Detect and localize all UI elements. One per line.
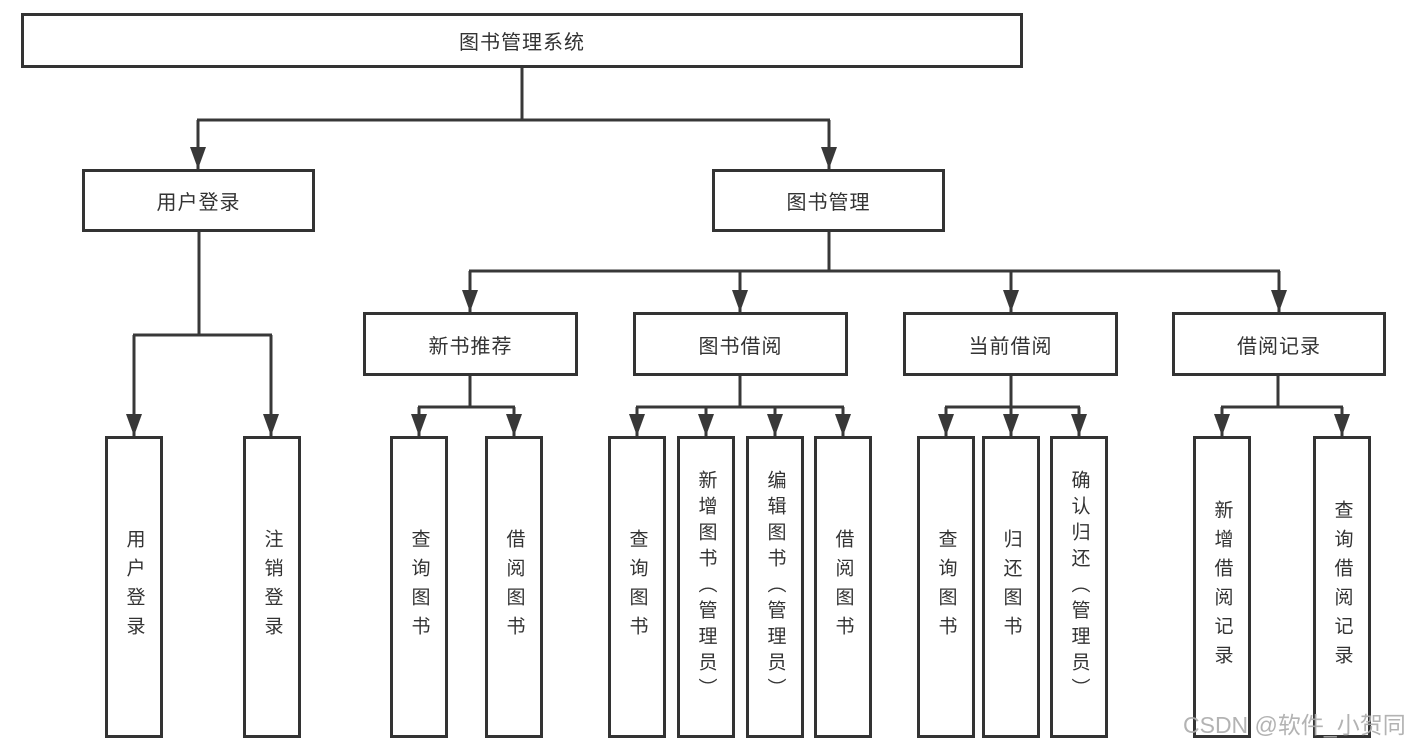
node-user-login: 用户登录 [82, 169, 315, 232]
leaf-add-borrow-record-label: 新增借阅记录 [1211, 500, 1233, 674]
node-library-system: 图书管理系统 [21, 13, 1023, 68]
leaf-query-books-3-label: 查询图书 [935, 529, 957, 645]
leaf-borrow-books-1: 借阅图书 [485, 436, 543, 738]
node-borrow-records: 借阅记录 [1172, 312, 1386, 376]
leaf-add-books-admin-label: 新增图书（管理员） [695, 470, 717, 704]
leaf-query-books-1: 查询图书 [390, 436, 448, 738]
node-current-borrowing-label: 当前借阅 [968, 335, 1053, 358]
node-current-borrowing: 当前借阅 [903, 312, 1118, 376]
node-user-login-label: 用户登录 [156, 192, 241, 214]
node-new-book-recommend-label: 新书推荐 [428, 335, 513, 358]
leaf-edit-books-admin: 编辑图书（管理员） [746, 436, 804, 738]
leaf-query-books-2-label: 查询图书 [626, 529, 648, 645]
leaf-query-books-3: 查询图书 [917, 436, 975, 738]
edge-book-management-to-level3 [462, 232, 1287, 312]
leaf-add-borrow-record: 新增借阅记录 [1193, 436, 1251, 738]
leaf-query-books-2: 查询图书 [608, 436, 666, 738]
node-borrow-records-label: 借阅记录 [1237, 335, 1321, 358]
leaf-borrow-books-1-label: 借阅图书 [503, 529, 525, 645]
node-book-management: 图书管理 [712, 169, 945, 232]
edge-user-login-to-leaves [126, 232, 279, 436]
node-book-management-label: 图书管理 [786, 192, 871, 214]
edge-new-book-recommend-to-leaves [411, 376, 522, 436]
node-new-book-recommend: 新书推荐 [363, 312, 578, 376]
edge-book-borrowing-to-leaves [629, 376, 851, 436]
edge-root-to-level2 [190, 68, 837, 169]
csdn-watermark: CSDN @软件_小贺同学 [1183, 712, 1405, 738]
leaf-add-books-admin: 新增图书（管理员） [677, 436, 735, 738]
node-book-borrowing-label: 图书借阅 [698, 335, 783, 358]
node-book-borrowing: 图书借阅 [633, 312, 848, 376]
leaf-user-login-label: 用户登录 [123, 529, 145, 645]
leaf-logout: 注销登录 [243, 436, 301, 738]
edge-current-borrowing-to-leaves [938, 376, 1087, 436]
leaf-user-login: 用户登录 [105, 436, 163, 738]
leaf-confirm-return-admin: 确认归还（管理员） [1050, 436, 1108, 738]
leaf-query-books-1-label: 查询图书 [408, 529, 430, 645]
leaf-borrow-books-2-label: 借阅图书 [832, 529, 854, 645]
edge-borrow-records-to-leaves [1214, 376, 1350, 436]
leaf-return-books: 归还图书 [982, 436, 1040, 738]
leaf-query-borrow-record: 查询借阅记录 [1313, 436, 1371, 738]
node-library-system-label: 图书管理系统 [459, 32, 585, 54]
leaf-logout-label: 注销登录 [261, 529, 283, 645]
leaf-confirm-return-admin-label: 确认归还（管理员） [1068, 470, 1090, 704]
leaf-borrow-books-2: 借阅图书 [814, 436, 872, 738]
leaf-query-borrow-record-label: 查询借阅记录 [1331, 500, 1353, 674]
leaf-return-books-label: 归还图书 [1000, 529, 1022, 645]
leaf-edit-books-admin-label: 编辑图书（管理员） [764, 470, 786, 704]
